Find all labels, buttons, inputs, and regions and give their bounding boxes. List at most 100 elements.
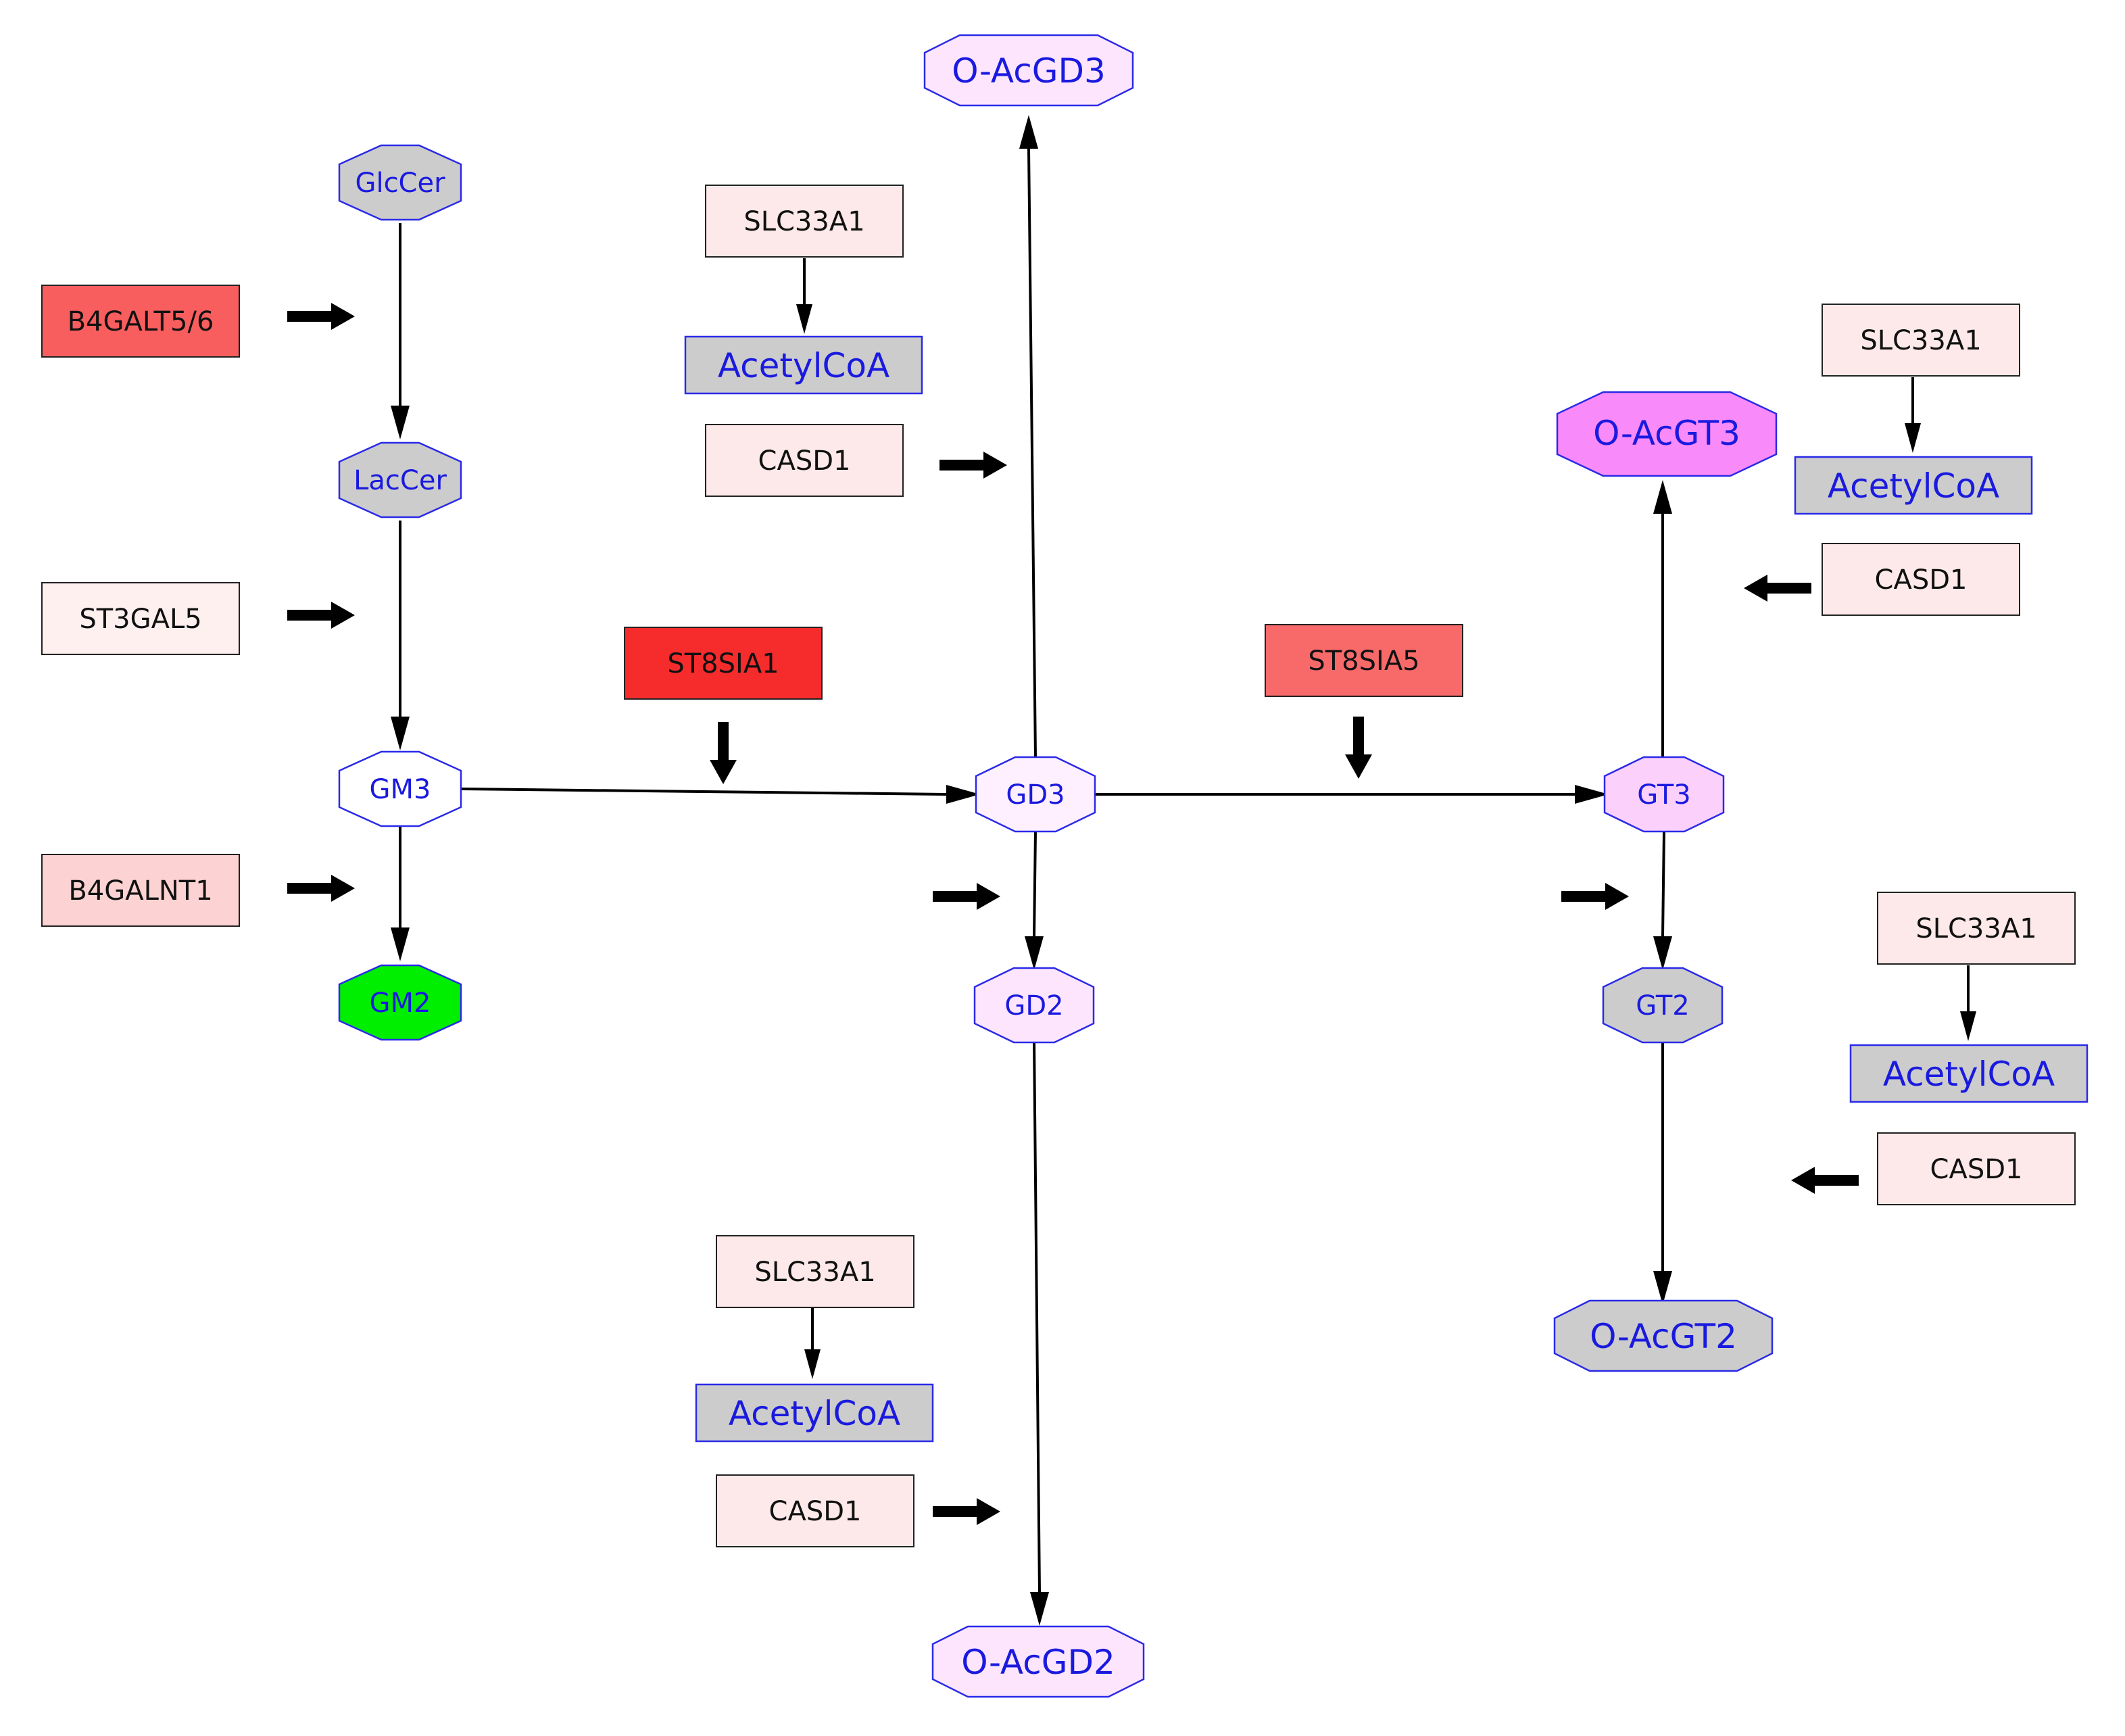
catalysis-arrow-b4galnt1 <box>287 875 355 902</box>
edge-gd3-oacgd3-head <box>1019 115 1038 149</box>
gd3-shape <box>975 756 1096 833</box>
st3gal5-label: ST3GAL5 <box>79 604 201 635</box>
acetylcoa-3-label: AcetylCoA <box>1883 1055 2055 1094</box>
catalysis-arrow-st3gal5 <box>287 602 355 629</box>
acetylcoa-2-box <box>1794 456 2033 515</box>
oacgd3-shape <box>923 34 1134 107</box>
catalysis-arrow-st8sia5 <box>1345 717 1372 779</box>
st8sia5-label: ST8SIA5 <box>1308 646 1419 677</box>
casd1-3-box <box>1877 1132 2076 1205</box>
enzyme-casd1-4[interactable]: CASD1 <box>716 1474 914 1547</box>
oacgd2-shape <box>931 1625 1145 1698</box>
enzyme-casd1-3[interactable]: CASD1 <box>1877 1132 2076 1205</box>
cofactor-acetylcoa-3[interactable]: AcetylCoA <box>1849 1044 2089 1103</box>
oacgd2-label: O-AcGD2 <box>961 1643 1115 1682</box>
reaction-edges <box>391 115 1976 1626</box>
st8sia1-box <box>624 627 823 700</box>
gm3-label: GM3 <box>370 774 431 805</box>
edge-gd3-oacgd3 <box>1027 148 1037 758</box>
metabolite-gt2[interactable]: GT2 <box>1602 967 1724 1044</box>
metabolite-glccer[interactable]: GlcCer <box>338 144 462 221</box>
catalysis-arrow-casd1-4 <box>933 1498 1000 1525</box>
enzyme-st3gal5[interactable]: ST3GAL5 <box>41 582 240 655</box>
casd1-3-label: CASD1 <box>1930 1154 2023 1185</box>
edge-gd3-gd2 <box>1033 831 1037 937</box>
laccer-shape <box>338 441 462 519</box>
enzyme-casd1-1[interactable]: CASD1 <box>705 424 904 497</box>
enzyme-b4galnt1[interactable]: B4GALNT1 <box>41 854 240 927</box>
enzyme-b4galt56[interactable]: B4GALT5/6 <box>41 285 240 358</box>
metabolite-laccer[interactable]: LacCer <box>338 441 462 519</box>
gd2-shape <box>973 967 1095 1044</box>
casd1-1-box <box>705 424 904 497</box>
enzyme-casd1-2[interactable]: CASD1 <box>1822 543 2020 616</box>
enzyme-st8sia1[interactable]: ST8SIA1 <box>624 627 823 700</box>
metabolite-oacgd3[interactable]: O-AcGD3 <box>923 34 1134 107</box>
edge-glccer-laccer-head <box>391 406 410 439</box>
st8sia5-box <box>1265 624 1463 697</box>
enzyme-slc33a1-2[interactable]: SLC33A1 <box>1822 304 2020 377</box>
edge-gd2-oacgd2-head <box>1030 1592 1049 1626</box>
slc33a1-3-box <box>1877 892 2076 965</box>
metabolite-gd3[interactable]: GD3 <box>975 756 1096 833</box>
metabolite-gd2[interactable]: GD2 <box>973 967 1095 1044</box>
acetylcoa-1-box <box>684 335 923 395</box>
acetylcoa-4-label: AcetylCoA <box>729 1394 900 1433</box>
oacgt3-shape <box>1556 391 1778 477</box>
gd2-label: GD2 <box>1004 990 1063 1021</box>
metabolite-oacgd2[interactable]: O-AcGD2 <box>931 1625 1145 1698</box>
cofactor-acetylcoa-1[interactable]: AcetylCoA <box>684 335 923 395</box>
slc33a1-4-label: SLC33A1 <box>754 1257 875 1288</box>
slc33a1-2-box <box>1822 304 2020 377</box>
slc33a1-1-label: SLC33A1 <box>743 206 864 237</box>
gt2-label: GT2 <box>1636 990 1689 1021</box>
casd1-4-box <box>716 1474 914 1547</box>
slc33a1-2-label: SLC33A1 <box>1860 325 1981 356</box>
metabolite-gm2[interactable]: GM2 <box>338 964 462 1041</box>
edge-slc33a1-acetylcoa-4-head <box>804 1349 821 1379</box>
enzyme-slc33a1-3[interactable]: SLC33A1 <box>1877 892 2076 965</box>
metabolite-oacgt3[interactable]: O-AcGT3 <box>1556 391 1778 477</box>
slc33a1-4-box <box>716 1235 914 1308</box>
acetylcoa-1-label: AcetylCoA <box>718 346 889 385</box>
oacgt2-label: O-AcGT2 <box>1590 1317 1737 1356</box>
oacgd3-label: O-AcGD3 <box>952 51 1106 91</box>
cofactor-acetylcoa-2[interactable]: AcetylCoA <box>1794 456 2033 515</box>
edge-gd2-oacgd2 <box>1033 1040 1041 1593</box>
enzyme-st8sia5[interactable]: ST8SIA5 <box>1265 624 1463 697</box>
catalysis-arrows <box>287 303 1859 1525</box>
slc33a1-3-label: SLC33A1 <box>1915 913 2036 944</box>
catalysis-arrow-casd1-3 <box>1791 1167 1859 1194</box>
st3gal5-box <box>41 582 240 655</box>
cofactor-acetylcoa-4[interactable]: AcetylCoA <box>695 1383 934 1443</box>
metabolite-gt3[interactable]: GT3 <box>1603 756 1725 833</box>
gm2-label: GM2 <box>370 988 431 1019</box>
edge-gt3-gt2-head <box>1653 936 1672 970</box>
b4galt56-label: B4GALT5/6 <box>68 306 214 337</box>
glccer-shape <box>338 144 462 221</box>
oacgt2-shape <box>1553 1299 1774 1372</box>
edge-gm3-gd3 <box>460 788 947 796</box>
edge-gt3-oacgt3-head <box>1653 480 1672 514</box>
casd1-4-label: CASD1 <box>769 1496 862 1527</box>
edge-gd3-gt3-head <box>1575 785 1609 804</box>
catalysis-arrow-casd1-1 <box>939 452 1007 479</box>
enzyme-slc33a1-4[interactable]: SLC33A1 <box>716 1235 914 1308</box>
edge-slc33a1-acetylcoa-2-head <box>1905 423 1921 453</box>
catalysis-arrow-st8sia1 <box>710 722 737 784</box>
gt3-shape <box>1603 756 1725 833</box>
b4galt56-box <box>41 285 240 358</box>
gt2-shape <box>1602 967 1724 1044</box>
edge-gm3-gm2-head <box>391 927 410 961</box>
slc33a1-1-box <box>705 185 904 258</box>
enzyme-slc33a1-1[interactable]: SLC33A1 <box>705 185 904 258</box>
edge-laccer-gm3-head <box>391 717 410 750</box>
acetylcoa-3-box <box>1849 1044 2089 1103</box>
metabolite-oacgt2[interactable]: O-AcGT2 <box>1553 1299 1774 1372</box>
catalysis-arrow-gt3-gt2 <box>1561 883 1629 910</box>
metabolite-gm3[interactable]: GM3 <box>338 750 462 827</box>
catalysis-arrow-gd3-gd2 <box>933 883 1000 910</box>
edge-gt3-gt2 <box>1661 831 1665 937</box>
gm3-shape <box>338 750 462 827</box>
